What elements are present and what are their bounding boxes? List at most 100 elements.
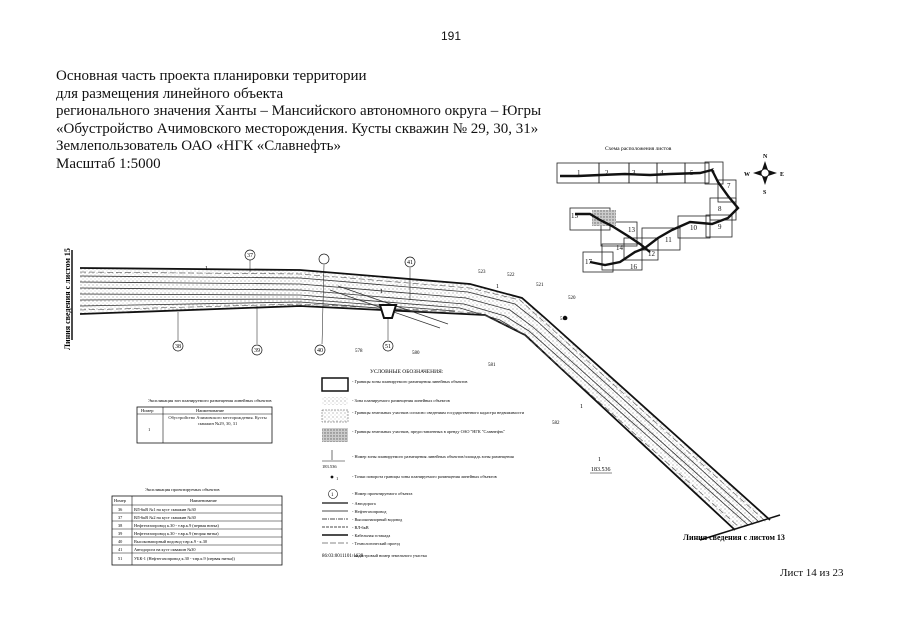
- sheet-counter: Лист 14 из 23: [780, 567, 844, 579]
- table-cell: 36: [118, 507, 123, 512]
- match-line-right: [699, 514, 781, 541]
- table-cell: Нефтегазопровод к.30 - т.вр.к.9 (первая …: [134, 523, 219, 528]
- svg-text:1: 1: [331, 493, 334, 498]
- zone-id: 1: [205, 266, 208, 272]
- sheet-label: 2: [605, 169, 609, 177]
- sheet-scheme-title: Схема расположения листов: [605, 146, 672, 152]
- svg-text:183.536: 183.536: [322, 464, 337, 469]
- table-cell: УБК-1 (Нефтегазопровод к.30 - т.вр.к.9 (…: [134, 556, 235, 561]
- table-cell: 38: [118, 523, 122, 528]
- point-label: 520: [568, 296, 576, 301]
- sheet-label: 9: [718, 223, 722, 231]
- zones-table-caption: Экспликация зон планируемого размещения …: [148, 398, 272, 403]
- object-marker: 38: [175, 344, 181, 350]
- zone-id: 1: [496, 284, 499, 290]
- title-line: для размещения линейного объекта: [56, 85, 284, 102]
- point-label: 521: [536, 283, 544, 288]
- legend-item: - Зона планируемого размещения линейных …: [352, 398, 450, 403]
- object-marker: 39: [254, 348, 260, 354]
- svg-text:1: 1: [336, 476, 338, 481]
- title-line: Землепользователь ОАО «НГК «Славнефть»: [56, 138, 341, 154]
- sheet-label: 11: [665, 236, 672, 244]
- legend-title: УСЛОВНЫЕ ОБОЗНАЧЕНИЯ:: [370, 369, 444, 375]
- table-header: Номер: [141, 408, 154, 413]
- table-cell: ВЛ-6кВ №2 на куст скважин №30: [134, 515, 196, 520]
- table-cell: 51: [118, 556, 122, 561]
- sheet-label: 14: [616, 244, 624, 252]
- table-cell: 39: [118, 531, 122, 536]
- sheet-label: 4: [660, 169, 664, 177]
- title-line: регионального значения Ханты – Мансийско…: [56, 103, 542, 119]
- svg-text:N: N: [763, 154, 768, 160]
- legend-item: - Номер проектируемого объекта: [352, 491, 412, 496]
- legend-item: - Границы земельных участков согласно св…: [352, 410, 525, 415]
- zone-id: 1: [580, 404, 583, 410]
- legend-item: - Границы зоны планируемого размещения л…: [352, 379, 467, 384]
- legend-item: - кадастровый номер земельного участка: [352, 553, 427, 558]
- legend-item: - Технологический проезд: [352, 541, 401, 546]
- sheet-scheme: Схема расположения листов 1 2 3 4: [556, 146, 740, 273]
- sheet-label: 15: [571, 212, 579, 220]
- zone-code: 183.536: [591, 467, 611, 473]
- objects-table-caption: Экспликация проектируемых объектов: [145, 487, 219, 492]
- table-cell: 37: [118, 515, 123, 520]
- legend-item: - Высоконапорный водовод: [352, 517, 403, 522]
- object-marker: 41: [407, 260, 413, 266]
- object-marker: 51: [385, 344, 391, 350]
- sheet-label: 3: [632, 169, 636, 177]
- legend-item: - Нефтегазопровод: [352, 509, 387, 514]
- object-markers: 37 38 39 40 41 51: [172, 249, 416, 356]
- sheet-label: 1: [577, 169, 581, 177]
- svg-text:E: E: [780, 172, 784, 178]
- table-cell: Нефтегазопровод к.30 - т.вр.к.9 (вторая …: [134, 531, 219, 536]
- match-line-left-label: Линия сведения с листом 15: [63, 248, 72, 350]
- legend-item: - Номер зоны планируемого размещения лин…: [352, 454, 514, 459]
- object-marker: 40: [317, 348, 323, 354]
- zones-table: Экспликация зон планируемого размещения …: [136, 398, 273, 444]
- zone-id: 1: [380, 289, 383, 295]
- objects-table: Экспликация проектируемых объектов Номер…: [111, 487, 283, 566]
- sheet-label: 6: [711, 167, 715, 175]
- planning-corridor: [71, 250, 781, 541]
- title-line: «Обустройство Ачимовского месторождения.…: [56, 120, 539, 137]
- legend-item: - Кабельная эстакада: [352, 533, 390, 538]
- table-header: Наименование: [190, 498, 217, 503]
- sheet-label: 8: [718, 205, 722, 213]
- point-label: 523: [478, 270, 486, 275]
- svg-text:W: W: [744, 172, 750, 178]
- table-cell: ВЛ-6кВ №1 на куст скважин №30: [134, 507, 196, 512]
- point-label: 578: [355, 349, 363, 354]
- point-label: 522: [507, 273, 515, 278]
- turning-points: 523 522 521 520 519 578 580 581 582: [355, 270, 576, 426]
- title-line: Основная часть проекта планировки террит…: [56, 68, 367, 84]
- table-cell: 41: [118, 547, 122, 552]
- point-label: 582: [552, 421, 560, 426]
- sheet-label: 7: [727, 182, 731, 190]
- legend-item: - ВЛ-6кВ: [352, 525, 369, 530]
- svg-text:86:03:0011101:1639: 86:03:0011101:1639: [322, 554, 364, 559]
- table-cell: Высоконапорный водовод т.вр.к.9 - к.30: [134, 539, 207, 544]
- object-marker: 37: [247, 253, 253, 259]
- table-header: Номер: [114, 498, 126, 503]
- zone-id: 1: [598, 457, 601, 463]
- legend-item: - Точки поворота границы зоны планируемо…: [352, 474, 497, 479]
- legend-item: - Границы земельных участков, предоставл…: [352, 429, 505, 435]
- page-number: 191: [441, 29, 462, 43]
- table-cell: Обустройство Ачимовского месторождения. …: [168, 415, 267, 426]
- legend: УСЛОВНЫЕ ОБОЗНАЧЕНИЯ: - Границы зоны пла…: [321, 369, 525, 559]
- table-cell: Автодорога на куст скважин №30: [134, 547, 195, 552]
- table-cell: 1: [148, 427, 150, 432]
- sheet-label: 16: [630, 263, 638, 271]
- point-label: 580: [412, 351, 420, 356]
- sheet-label: 5: [690, 169, 694, 177]
- sheet-label: 10: [690, 224, 698, 232]
- legend-item: - Автодорога: [352, 501, 376, 506]
- compass-icon: N S W E: [744, 154, 784, 196]
- sheet-label: 12: [648, 250, 656, 258]
- point-label: 581: [488, 363, 496, 368]
- point-label: 519: [560, 317, 568, 322]
- svg-text:S: S: [763, 190, 767, 196]
- title-line: Масштаб 1:5000: [56, 155, 161, 172]
- document-title: Основная часть проекта планировки террит…: [56, 68, 541, 173]
